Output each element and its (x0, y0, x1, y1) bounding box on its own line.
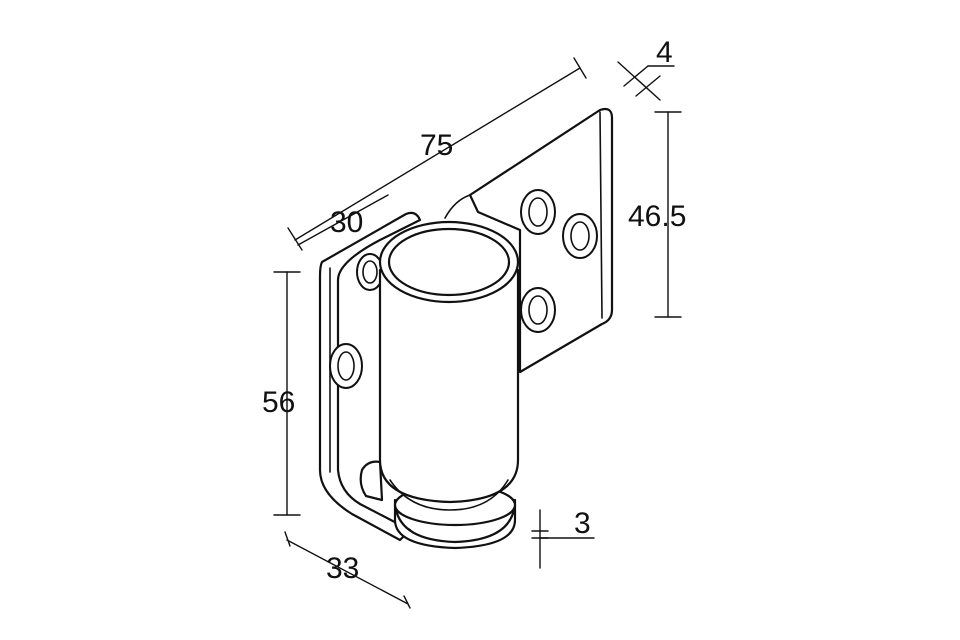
dimension-bracket-height: 56 (262, 271, 301, 516)
dimension-base-width: 33 (284, 531, 411, 609)
back-mounting-plate (444, 107, 614, 374)
label-56: 56 (262, 386, 295, 419)
label-30: 30 (330, 206, 363, 239)
dimension-barrel-offset: 30 (297, 194, 389, 246)
back-plate-hole-2 (562, 213, 598, 259)
back-plate-hole-3 (520, 287, 556, 333)
label-46-5: 46.5 (628, 200, 686, 233)
label-75: 75 (420, 129, 453, 162)
dimension-plate-height: 46.5 (628, 111, 686, 318)
hinge-barrel (378, 220, 520, 511)
back-plate-hole-1 (520, 189, 556, 235)
label-4: 4 (656, 36, 673, 69)
dimension-base-gap: 3 (531, 507, 595, 569)
label-33: 33 (326, 552, 359, 585)
bracket-hole-lower (329, 343, 363, 389)
dimension-plate-thickness: 4 (617, 36, 675, 101)
dimension-plate-length: 75 (287, 57, 587, 251)
label-3: 3 (574, 507, 591, 540)
